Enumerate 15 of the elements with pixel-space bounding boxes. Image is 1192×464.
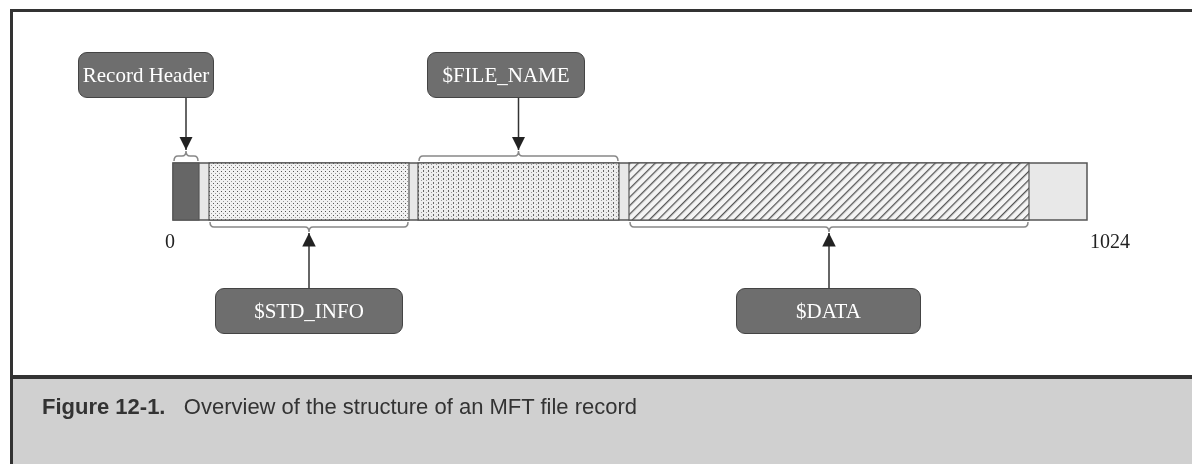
arrow <box>302 232 316 289</box>
record-segment <box>209 163 409 233</box>
offset-label: 1024 <box>1090 230 1130 253</box>
arrow <box>511 97 526 151</box>
arrow <box>822 232 836 289</box>
record-segment <box>173 150 199 220</box>
callout-label: $STD_INFO <box>215 288 403 334</box>
record-segment <box>629 163 1029 233</box>
callout-label: $DATA <box>736 288 921 334</box>
offset-label: 0 <box>165 230 175 253</box>
figure-caption: Figure 12-1. Overview of the structure of an MFT file record <box>42 394 638 420</box>
callout-label: $FILE_NAME <box>427 52 585 98</box>
record-segment <box>418 150 619 220</box>
arrow <box>179 97 193 151</box>
callout-label: Record Header <box>78 52 214 98</box>
